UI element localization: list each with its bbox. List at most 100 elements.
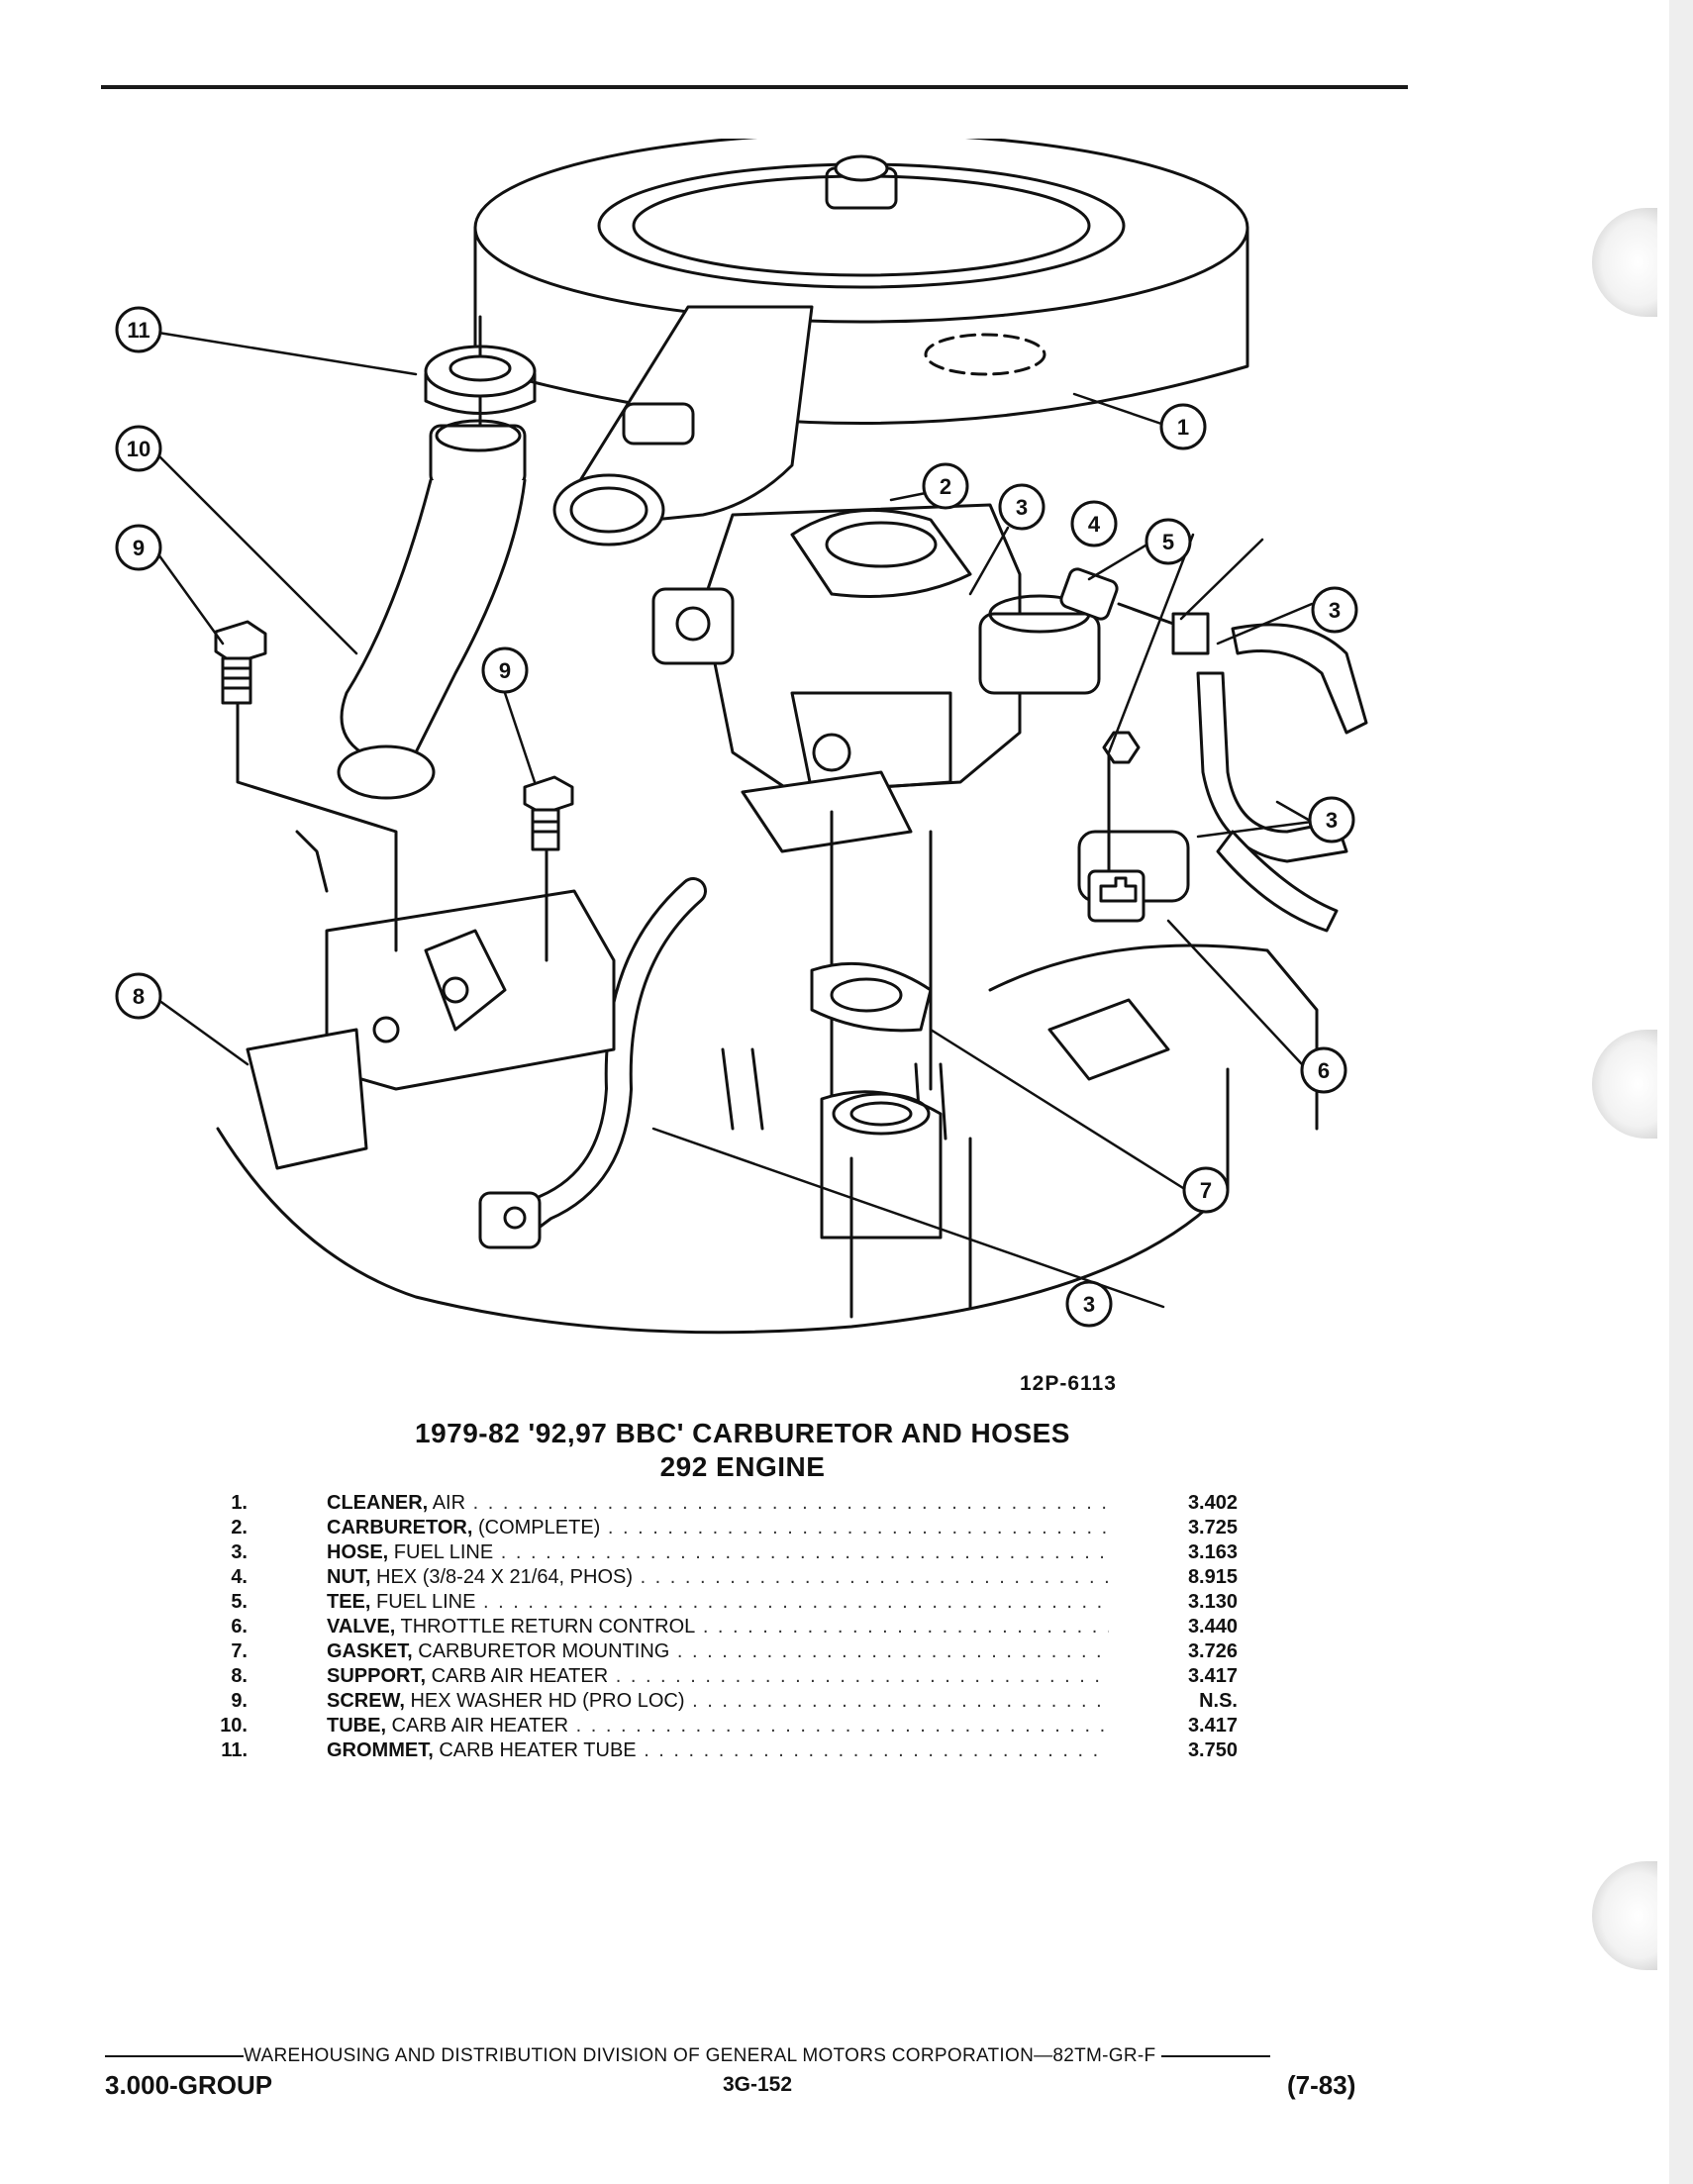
callout-3: 3 — [1311, 586, 1358, 634]
svg-text:10: 10 — [127, 437, 150, 461]
part-name: HOSE, — [327, 1541, 389, 1563]
footer-rule — [1161, 2054, 1271, 2057]
part-description: GROMMET, CARB HEATER TUBE . . . . . . . … — [327, 1739, 1109, 1762]
part-number: 2. — [231, 1517, 248, 1539]
manifold-drawing — [216, 830, 1319, 1335]
revision-date: (7-83) — [1287, 2070, 1356, 2100]
part-number: 10. — [220, 1715, 248, 1737]
callout-7: 7 — [1182, 1166, 1230, 1214]
part-description: CARBURETOR, (COMPLETE) . . . . . . . . .… — [327, 1517, 1109, 1539]
part-row: 6. VALVE, THROTTLE RETURN CONTROL . . . .… — [188, 1616, 1257, 1640]
part-description: SUPPORT, CARB AIR HEATER . . . . . . . .… — [327, 1665, 1109, 1688]
part-code: 3.402 — [1187, 1492, 1238, 1514]
part-row: 4.NUT, HEX (3/8-24 X 21/64, PHOS) . . . … — [188, 1566, 1257, 1591]
part-detail: THROTTLE RETURN CONTROL — [395, 1616, 696, 1638]
part-description: HOSE, FUEL LINE . . . . . . . . . . . . … — [327, 1541, 1109, 1564]
part-row: 11. GROMMET, CARB HEATER TUBE . . . . . .… — [188, 1739, 1257, 1764]
svg-text:3: 3 — [1016, 495, 1028, 520]
part-row: 1.CLEANER, AIR . . . . . . . . . . . . .… — [188, 1492, 1257, 1517]
carburetor-diagram: 11 10 9 9 8 1 2 3 4 5 3 3 6 7 3 — [115, 139, 1368, 1335]
callout-4: 4 — [1070, 500, 1118, 547]
leader-dots: . . . . . . . . . . . . . . . . . . . . … — [615, 1665, 1109, 1687]
part-number: 6. — [231, 1616, 248, 1638]
callout-11: 11 — [115, 306, 162, 353]
leader-dots: . . . . . . . . . . . . . . . . . . . . … — [500, 1541, 1109, 1563]
page-title: 1979-82 '92,97 BBC' CARBURETOR AND HOSES — [415, 1418, 1070, 1448]
leader-dots: . . . . . . . . . . . . . . . . . . . . … — [575, 1715, 1109, 1737]
part-code: 3.725 — [1187, 1517, 1238, 1539]
callout-9: 9 — [481, 646, 529, 694]
svg-text:3: 3 — [1329, 598, 1341, 623]
part-code: 8.915 — [1187, 1566, 1238, 1588]
top-rule — [101, 85, 1408, 89]
part-description: TUBE, CARB AIR HEATER . . . . . . . . . … — [327, 1715, 1109, 1737]
svg-text:9: 9 — [499, 658, 511, 683]
part-name: VALVE, — [327, 1616, 396, 1638]
svg-text:8: 8 — [133, 984, 145, 1009]
part-code: 3.440 — [1187, 1616, 1238, 1638]
part-row: 8. SUPPORT, CARB AIR HEATER . . . . . . .… — [188, 1665, 1257, 1690]
punch-hole — [1592, 208, 1657, 317]
callout-3: 3 — [1308, 796, 1355, 844]
part-row: 7. GASKET, CARBURETOR MOUNTING . . . . . … — [188, 1640, 1257, 1665]
svg-text:2: 2 — [940, 474, 951, 499]
part-description: VALVE, THROTTLE RETURN CONTROL . . . . .… — [327, 1616, 1109, 1638]
part-code: 3.163 — [1187, 1541, 1238, 1563]
part-number: 3. — [231, 1541, 248, 1563]
leader-dots: . . . . . . . . . . . . . . . . . . . . … — [692, 1690, 1109, 1712]
part-code: N.S. — [1199, 1690, 1238, 1712]
air-cleaner-drawing — [473, 139, 1249, 546]
part-detail: AIR — [428, 1492, 466, 1514]
punch-hole — [1592, 1030, 1657, 1139]
part-description: NUT, HEX (3/8-24 X 21/64, PHOS) . . . . … — [327, 1566, 1109, 1589]
page-edge — [1669, 0, 1693, 2184]
part-row: 2. CARBURETOR, (COMPLETE) . . . . . . . .… — [188, 1517, 1257, 1541]
callout-10: 10 — [115, 425, 162, 472]
part-code: 3.417 — [1187, 1665, 1238, 1687]
part-detail: FUEL LINE — [370, 1591, 476, 1613]
part-detail: (COMPLETE) — [472, 1517, 601, 1539]
part-name: GASKET, — [327, 1640, 413, 1662]
part-code: 3.130 — [1187, 1591, 1238, 1613]
part-number: 7. — [231, 1640, 248, 1662]
page-subtitle: 292 ENGINE — [659, 1451, 826, 1482]
leader-dots: . . . . . . . . . . . . . . . . . . . . … — [640, 1566, 1109, 1588]
callout-1: 1 — [1159, 403, 1207, 450]
part-description: SCREW, HEX WASHER HD (PRO LOC) . . . . .… — [327, 1690, 1109, 1713]
callout-3: 3 — [998, 483, 1046, 531]
part-description: GASKET, CARBURETOR MOUNTING . . . . . . … — [327, 1640, 1109, 1663]
page-number: 3G-152 — [722, 2073, 793, 2096]
figure-code: 12P-6113 — [1020, 1372, 1117, 1395]
part-number: 5. — [231, 1591, 248, 1613]
part-detail: CARB HEATER TUBE — [433, 1739, 637, 1761]
group-label: 3.000-GROUP — [105, 2070, 273, 2100]
svg-text:5: 5 — [1162, 530, 1174, 554]
leader-dots: . . . . . . . . . . . . . . . . . . . . … — [644, 1739, 1109, 1761]
leader-dots: . . . . . . . . . . . . . . . . . . . . … — [702, 1616, 1109, 1638]
part-name: TEE, — [327, 1591, 371, 1613]
part-code: 3.726 — [1187, 1640, 1238, 1662]
svg-text:4: 4 — [1088, 512, 1101, 537]
part-name: CLEANER, — [327, 1492, 429, 1514]
callout-3: 3 — [1065, 1280, 1113, 1328]
part-code: 3.417 — [1187, 1715, 1238, 1737]
punch-hole — [1592, 1861, 1657, 1970]
part-number: 11. — [221, 1739, 248, 1761]
callout-5: 5 — [1145, 518, 1192, 565]
footer-division: WAREHOUSING AND DISTRIBUTION DIVISION OF… — [105, 2045, 1372, 2067]
part-name: SUPPORT, — [327, 1665, 427, 1687]
part-name: GROMMET, — [327, 1739, 434, 1761]
part-description: TEE, FUEL LINE . . . . . . . . . . . . .… — [327, 1591, 1109, 1614]
leader-dots: . . . . . . . . . . . . . . . . . . . . … — [482, 1591, 1109, 1613]
part-detail: CARB AIR HEATER — [426, 1665, 609, 1687]
leader-lines — [156, 331, 1314, 1309]
callout-2: 2 — [922, 462, 969, 510]
part-name: TUBE, — [327, 1715, 386, 1737]
parts-list: 1. CLEANER, AIR . . . . . . . . . . . . .… — [188, 1492, 1257, 1764]
part-name: SCREW, — [327, 1690, 405, 1712]
part-number: 1. — [231, 1492, 248, 1514]
part-number: 8. — [231, 1665, 248, 1687]
svg-text:6: 6 — [1318, 1058, 1330, 1083]
svg-text:3: 3 — [1083, 1292, 1095, 1317]
part-detail: CARB AIR HEATER — [386, 1715, 569, 1737]
